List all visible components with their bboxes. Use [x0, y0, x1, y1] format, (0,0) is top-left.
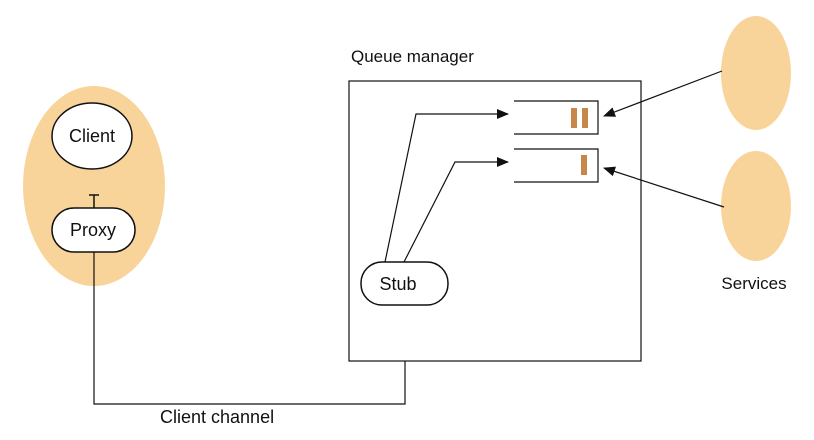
services-label: Services [721, 274, 786, 293]
service-to-bottom-queue-arrow [603, 166, 725, 208]
top-queue [514, 100, 599, 135]
stub-to-bottom-queue-arrow [403, 157, 509, 263]
client-label: Client [69, 126, 115, 146]
service-top-ellipse [721, 16, 791, 130]
top-queue-message-1 [571, 108, 577, 128]
bottom-queue [514, 148, 599, 183]
proxy-label: Proxy [70, 220, 116, 240]
service-to-top-queue-arrow [603, 70, 723, 117]
stub-to-top-queue-arrow [384, 109, 509, 263]
service-bottom-ellipse [721, 151, 791, 261]
client-channel-label: Client channel [160, 407, 274, 427]
stub-label: Stub [379, 274, 416, 294]
queue-manager-label: Queue manager [351, 47, 474, 66]
top-queue-message-2 [582, 108, 588, 128]
client-node[interactable] [51, 102, 133, 170]
queue-manager-box [348, 80, 642, 362]
bottom-queue-message-1 [581, 155, 587, 175]
